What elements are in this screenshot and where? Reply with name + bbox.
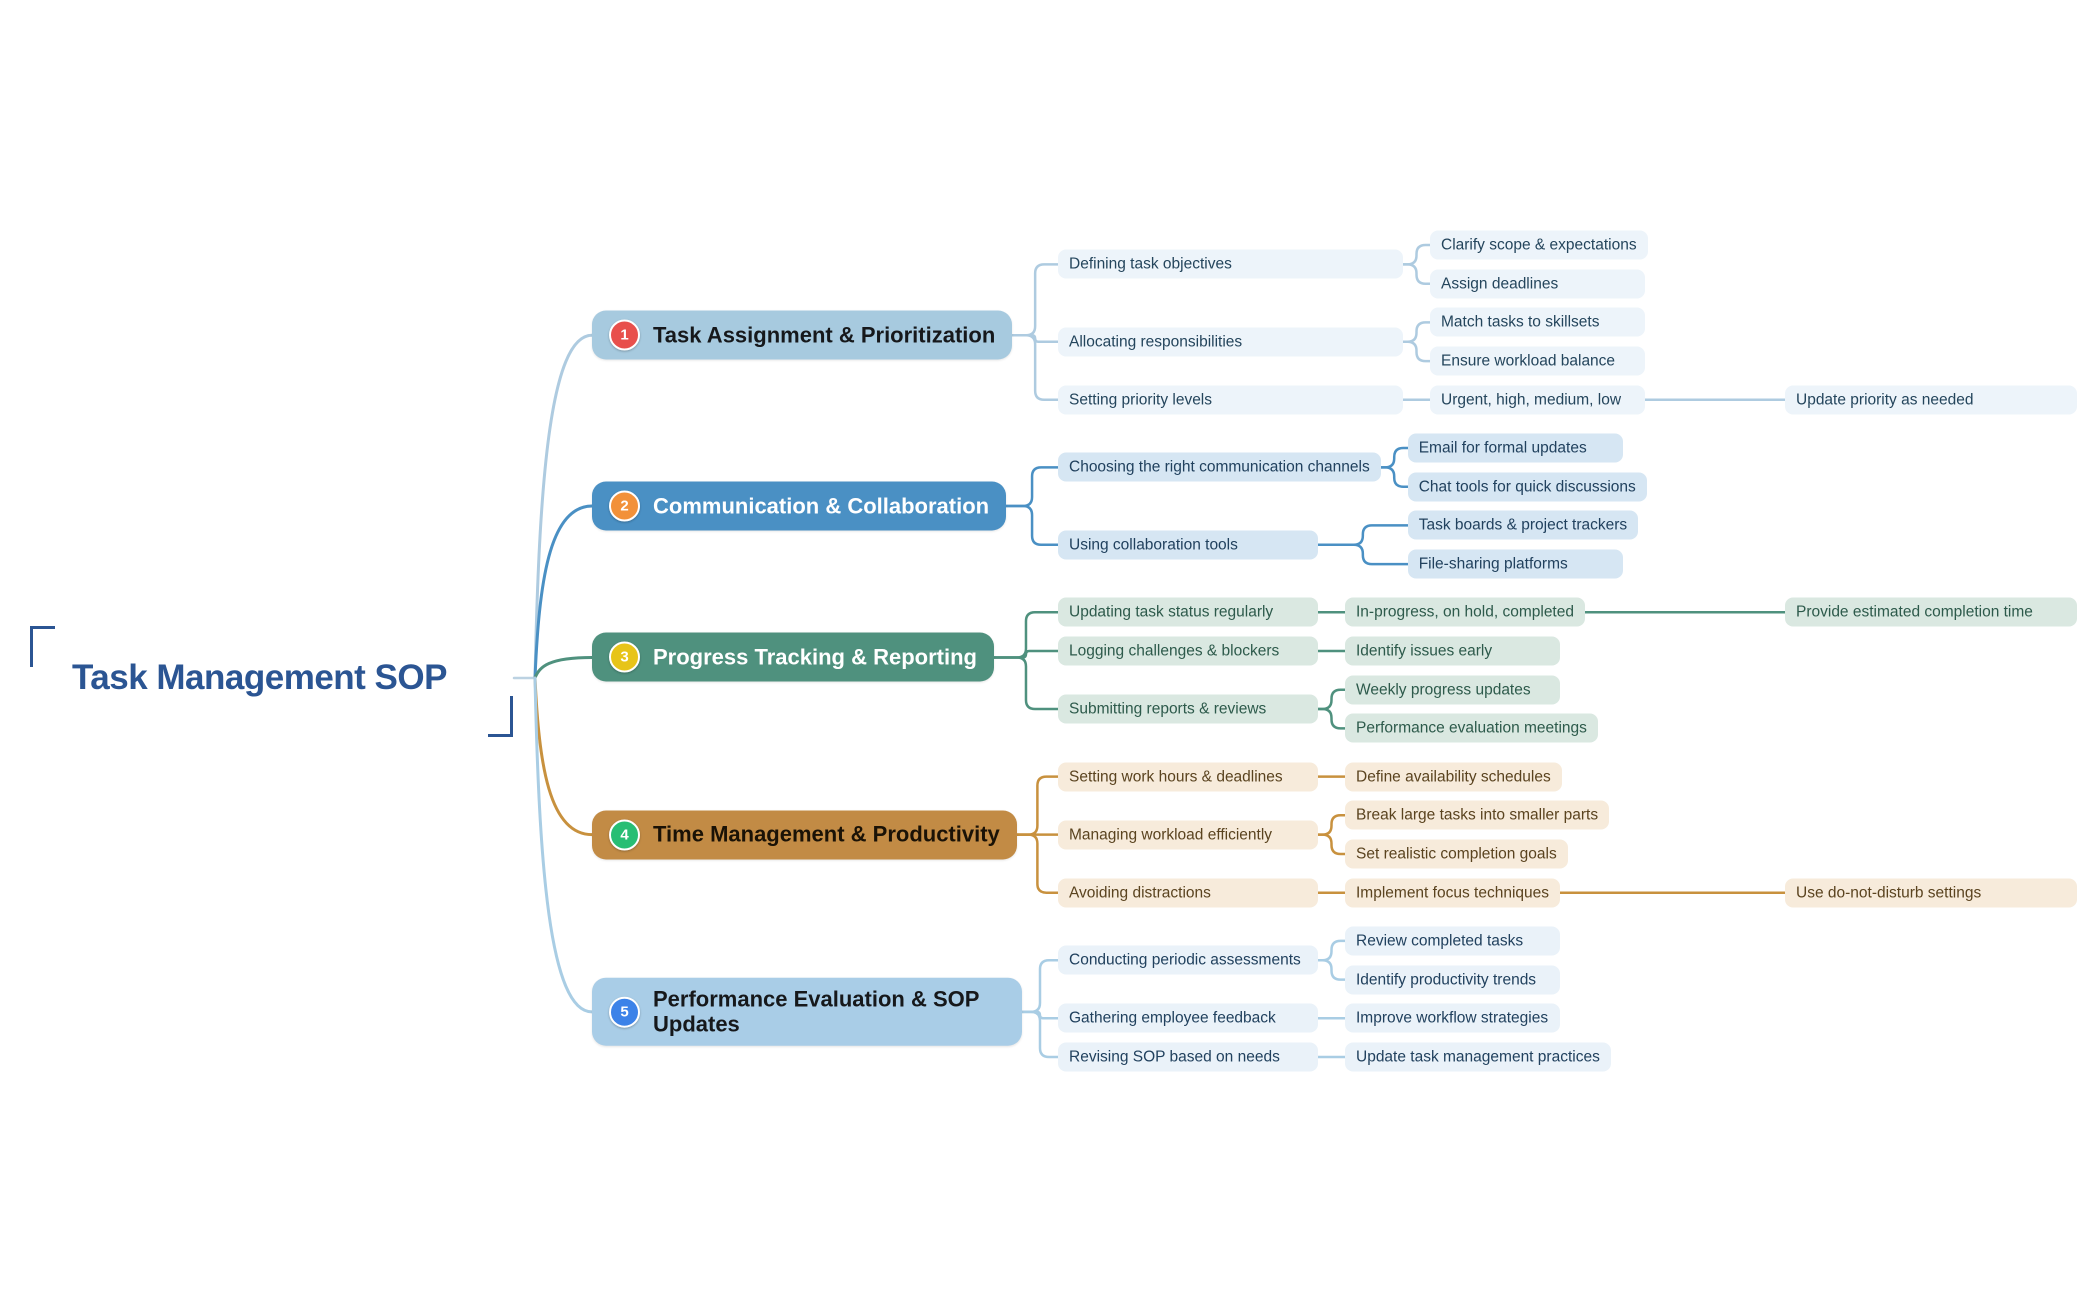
branch-badge-1: 1 [609, 319, 640, 351]
detail-node-4-3-1-1[interactable]: Use do-not-disturb settings [1785, 878, 2077, 908]
central-topic[interactable]: Task Management SOP [72, 658, 447, 698]
branch-label-2: Communication & Collaboration [653, 493, 990, 519]
connector-branch-2-topic-2 [1004, 504, 1060, 546]
connector-topic-4-2-subtopic-1 [1316, 814, 1347, 836]
subtopic-node-4-3-1[interactable]: Implement focus techniques [1345, 878, 1560, 908]
subtopic-node-1-2-2[interactable]: Ensure workload balance [1430, 346, 1645, 376]
branch-badge-2: 2 [609, 490, 640, 522]
branch-badge-4: 4 [609, 819, 640, 851]
connector-hub-branch-1 [533, 333, 594, 680]
subtopic-node-5-2-1[interactable]: Improve workflow strategies [1345, 1003, 1560, 1033]
subtopic-node-4-1-1[interactable]: Define availability schedules [1345, 762, 1562, 792]
branch-node-5[interactable]: 5 Performance Evaluation & SOP Updates [592, 977, 1022, 1047]
connector-branch-1-topic-3 [1011, 334, 1060, 402]
connector-branch-1-topic-1 [1011, 263, 1060, 337]
subtopic-node-3-2-1[interactable]: Identify issues early [1345, 636, 1560, 666]
branch-label-3: Progress Tracking & Reporting [653, 644, 977, 670]
title-bracket-topleft [30, 626, 55, 667]
branch-badge-5: 5 [609, 996, 640, 1028]
topic-node-1-1[interactable]: Defining task objectives [1058, 249, 1403, 279]
branch-badge-3: 3 [609, 641, 640, 673]
topic-node-1-3[interactable]: Setting priority levels [1058, 385, 1403, 415]
branch-label-5: Performance Evaluation & SOP Updates [653, 986, 980, 1037]
subtopic-node-1-1-2[interactable]: Assign deadlines [1430, 269, 1645, 299]
connector-topic-5-1-subtopic-1 [1316, 939, 1347, 962]
topic-node-5-2[interactable]: Gathering employee feedback [1058, 1003, 1318, 1033]
detail-node-1-3-1-1[interactable]: Update priority as needed [1785, 385, 2077, 415]
title-bracket-bottomright [488, 696, 513, 737]
branch-node-3[interactable]: 3 Progress Tracking & Reporting [592, 632, 994, 682]
central-topic-label: Task Management SOP [72, 658, 447, 697]
subtopic-node-4-2-2[interactable]: Set realistic completion goals [1345, 839, 1568, 869]
connector-topic-1-2-subtopic-1 [1401, 321, 1432, 343]
connector-hub-branch-4 [533, 676, 594, 837]
branch-label-4: Time Management & Productivity [653, 821, 1000, 847]
topic-node-2-2[interactable]: Using collaboration tools [1058, 530, 1318, 560]
subtopic-node-5-1-2[interactable]: Identify productivity trends [1345, 965, 1560, 995]
connector-topic-3-3-subtopic-1 [1316, 688, 1347, 711]
connector-topic-2-2-subtopic-2 [1316, 543, 1409, 566]
connector-branch-4-topic-3 [1015, 833, 1060, 894]
branch-node-1[interactable]: 1 Task Assignment & Prioritization [592, 310, 1013, 360]
connector-topic-4-2-subtopic-2 [1316, 833, 1347, 856]
subtopic-node-5-1-1[interactable]: Review completed tasks [1345, 926, 1560, 956]
subtopic-node-3-3-2[interactable]: Performance evaluation meetings [1345, 713, 1598, 743]
topic-node-3-1[interactable]: Updating task status regularly [1058, 597, 1318, 627]
connector-branch-5-topic-1 [1020, 959, 1060, 1014]
branch-node-4[interactable]: 4 Time Management & Productivity [592, 810, 1017, 860]
topic-node-1-2[interactable]: Allocating responsibilities [1058, 327, 1403, 357]
connector-topic-1-2-subtopic-2 [1401, 340, 1432, 363]
connector-branch-3-topic-3 [992, 656, 1060, 711]
topic-node-3-2[interactable]: Logging challenges & blockers [1058, 636, 1318, 666]
subtopic-node-3-1-1[interactable]: In-progress, on hold, completed [1345, 597, 1585, 627]
topic-node-4-3[interactable]: Avoiding distractions [1058, 878, 1318, 908]
subtopic-node-1-3-1[interactable]: Urgent, high, medium, low [1430, 385, 1645, 415]
connector-topic-1-1-subtopic-1 [1401, 243, 1432, 266]
subtopic-node-2-1-2[interactable]: Chat tools for quick discussions [1407, 472, 1647, 502]
subtopic-node-2-2-2[interactable]: File-sharing platforms [1407, 549, 1623, 579]
connector-topic-2-1-subtopic-2 [1379, 466, 1409, 488]
subtopic-node-5-3-1[interactable]: Update task management practices [1345, 1042, 1611, 1072]
detail-node-3-1-1-1[interactable]: Provide estimated completion time [1785, 597, 2077, 627]
topic-node-5-3[interactable]: Revising SOP based on needs [1058, 1042, 1318, 1072]
connector-branch-2-topic-1 [1004, 466, 1060, 508]
subtopic-node-2-2-1[interactable]: Task boards & project trackers [1407, 510, 1639, 540]
connector-hub-branch-2 [533, 504, 594, 680]
branch-node-2[interactable]: 2 Communication & Collaboration [592, 481, 1007, 531]
subtopic-node-4-2-1[interactable]: Break large tasks into smaller parts [1345, 800, 1610, 830]
topic-node-3-3[interactable]: Submitting reports & reviews [1058, 694, 1318, 724]
connector-topic-3-3-subtopic-2 [1316, 707, 1347, 730]
connector-topic-2-2-subtopic-1 [1316, 524, 1409, 546]
subtopic-node-2-1-1[interactable]: Email for formal updates [1407, 433, 1623, 463]
connector-branch-3-topic-2 [992, 649, 1060, 659]
connector-topic-5-1-subtopic-2 [1316, 959, 1347, 981]
subtopic-node-3-3-1[interactable]: Weekly progress updates [1345, 675, 1560, 705]
topic-node-2-1[interactable]: Choosing the right communication channel… [1058, 452, 1381, 482]
topic-node-5-1[interactable]: Conducting periodic assessments [1058, 945, 1318, 975]
subtopic-node-1-1-1[interactable]: Clarify scope & expectations [1430, 230, 1648, 260]
connector-branch-4-topic-1 [1015, 775, 1060, 836]
topic-node-4-2[interactable]: Managing workload efficiently [1058, 820, 1318, 850]
branch-label-1: Task Assignment & Prioritization [653, 322, 996, 348]
subtopic-node-1-2-1[interactable]: Match tasks to skillsets [1430, 307, 1645, 337]
topic-node-4-1[interactable]: Setting work hours & deadlines [1058, 762, 1318, 792]
connector-topic-2-1-subtopic-1 [1379, 446, 1409, 469]
connector-hub-branch-3 [533, 655, 594, 680]
connector-branch-5-topic-3 [1020, 1010, 1060, 1059]
connector-topic-1-1-subtopic-2 [1401, 263, 1432, 285]
connector-hub-branch-5 [533, 676, 594, 1014]
